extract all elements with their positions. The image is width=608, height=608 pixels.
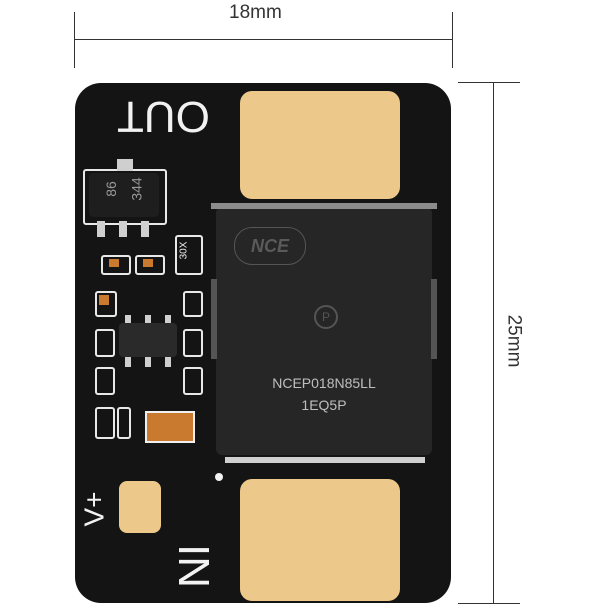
power-mosfet: NCE P NCEP018N85LL 1EQ5P: [216, 207, 432, 455]
pin1-dot: [215, 473, 223, 481]
component-c5: [95, 367, 115, 395]
mosfet-part-number: NCEP018N85LL: [272, 375, 376, 391]
component-c6: [183, 367, 203, 395]
controller-ic-lead: [165, 315, 171, 323]
resistor-r2-body: [143, 259, 153, 267]
regulator-lead-2: [119, 221, 127, 237]
regulator-tab-lead: [117, 159, 133, 171]
out-label: OUT: [117, 92, 210, 141]
vplus-pad: [119, 481, 161, 533]
in-pad: [240, 479, 400, 601]
regulator-lead-3: [141, 221, 149, 237]
component-c3: [95, 329, 115, 357]
width-dimension-label: 18mm: [229, 2, 282, 23]
height-dimension-label: 25mm: [503, 314, 525, 368]
component-c7: [95, 407, 115, 439]
resistor-r1-body: [109, 259, 119, 267]
mosfet-lot-code: 1EQ5P: [301, 397, 347, 413]
mosfet-right-notch: [431, 279, 437, 359]
mosfet-mark: P: [314, 305, 338, 329]
height-dimension-line: [493, 82, 494, 604]
width-dimension-tick-left: [74, 12, 75, 68]
small-chip-marking: 30X: [178, 241, 190, 260]
width-dimension-line: [74, 39, 453, 40]
controller-ic: [119, 323, 177, 357]
height-dimension-tick-top: [458, 82, 520, 83]
component-c8: [117, 407, 131, 439]
regulator-lead-1: [97, 221, 105, 237]
regulator-marking: 344: [128, 177, 145, 201]
controller-ic-lead: [165, 357, 171, 367]
capacitor-c1-body: [99, 295, 109, 305]
in-label: IN: [169, 544, 218, 588]
capacitor-large: [145, 411, 195, 443]
controller-ic-lead: [125, 357, 131, 367]
component-c4: [183, 329, 203, 357]
nce-logo: NCE: [234, 227, 306, 265]
controller-ic-lead: [125, 315, 131, 323]
regulator-chip: 344 86: [89, 173, 159, 217]
mosfet-left-notch: [211, 279, 217, 359]
width-dimension-tick-right: [452, 12, 453, 68]
controller-ic-lead: [145, 357, 151, 367]
controller-ic-lead: [145, 315, 151, 323]
component-c2: [183, 291, 203, 317]
small-chip-outline: [175, 235, 203, 275]
regulator-marking-secondary: 86: [102, 181, 119, 197]
out-pad: [240, 91, 400, 199]
mosfet-top-tab: [211, 203, 437, 209]
mosfet-bottom-leads: [225, 457, 425, 463]
pcb-board: OUT IN V+ 344 86 30X NCE P NCEP018N85LL …: [75, 83, 451, 603]
height-dimension-tick-bottom: [458, 603, 520, 604]
vplus-label: V+: [78, 491, 110, 527]
